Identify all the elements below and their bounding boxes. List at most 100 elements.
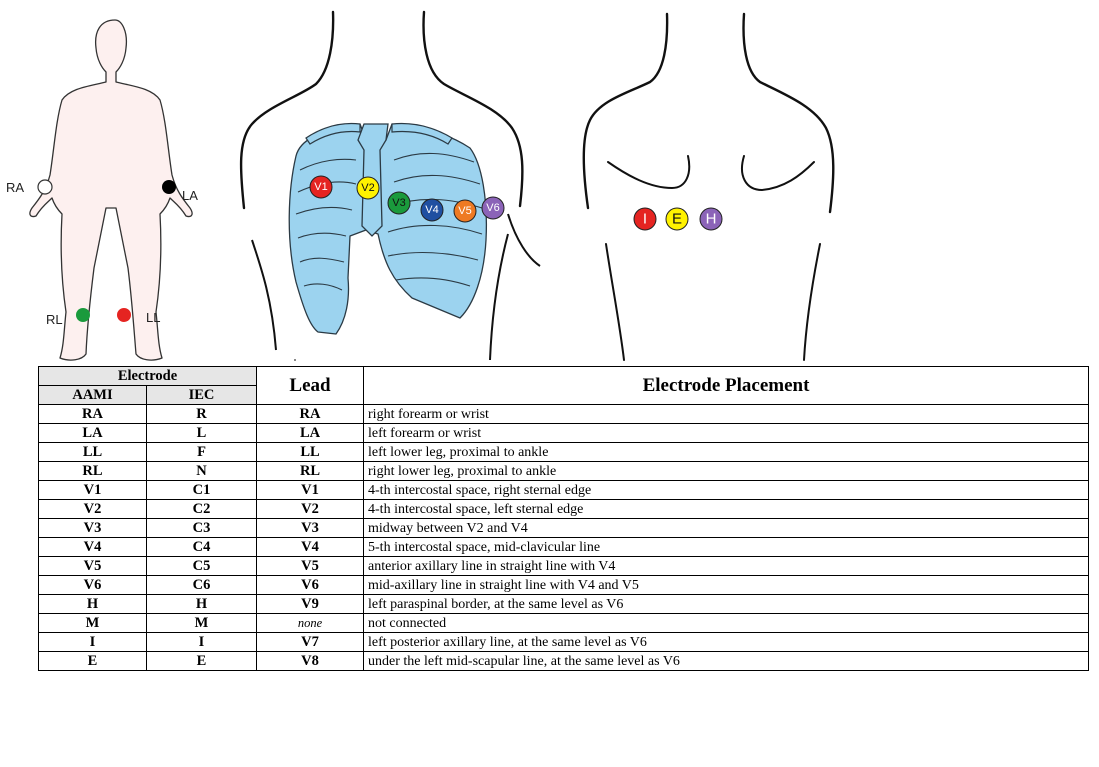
cell-lead: V1 bbox=[257, 481, 364, 500]
cell-placement: right forearm or wrist bbox=[364, 405, 1089, 424]
cell-lead: RL bbox=[257, 462, 364, 481]
cell-aami: I bbox=[39, 633, 147, 652]
cell-placement: mid-axillary line in straight line with … bbox=[364, 576, 1089, 595]
cell-iec: R bbox=[147, 405, 257, 424]
chest-arm-right bbox=[508, 214, 540, 266]
cell-placement: anterior axillary line in straight line … bbox=[364, 557, 1089, 576]
cell-lead: V8 bbox=[257, 652, 364, 671]
back-waist-left bbox=[606, 244, 624, 360]
figure-svg: RA LA RL LL bbox=[0, 0, 1099, 366]
chest-arm-left bbox=[252, 240, 276, 350]
cell-iec: F bbox=[147, 443, 257, 462]
cell-placement: 4-th intercostal space, right sternal ed… bbox=[364, 481, 1089, 500]
cell-aami: LA bbox=[39, 424, 147, 443]
cell-lead: LA bbox=[257, 424, 364, 443]
ribcage bbox=[289, 124, 486, 334]
electrode-ra-marker bbox=[38, 180, 52, 194]
cell-iec: C3 bbox=[147, 519, 257, 538]
label-ll: LL bbox=[146, 310, 160, 325]
electrode-table: Electrode Lead Electrode Placement AAMI … bbox=[38, 366, 1089, 671]
label-rl: RL bbox=[46, 312, 63, 327]
label-v3: V3 bbox=[392, 197, 405, 209]
cell-lead: RA bbox=[257, 405, 364, 424]
label-h: H bbox=[706, 211, 717, 228]
cell-aami: M bbox=[39, 614, 147, 633]
label-v1: V1 bbox=[314, 181, 327, 193]
cell-placement: 5-th intercostal space, mid-clavicular l… bbox=[364, 538, 1089, 557]
cell-placement: left paraspinal border, at the same leve… bbox=[364, 595, 1089, 614]
chest-figure: V1 V2 V3 V4 V5 V6 bbox=[241, 12, 540, 360]
cell-lead: V3 bbox=[257, 519, 364, 538]
label-e: E bbox=[672, 211, 682, 228]
header-placement: Electrode Placement bbox=[364, 367, 1089, 405]
label-v4: V4 bbox=[425, 204, 438, 216]
back-scapula-left bbox=[608, 156, 689, 188]
label-v6: V6 bbox=[486, 202, 499, 214]
electrode-rl-marker bbox=[76, 308, 90, 322]
back-figure bbox=[584, 14, 834, 360]
label-v2: V2 bbox=[361, 182, 374, 194]
label-i: I bbox=[643, 211, 647, 228]
cell-iec: C5 bbox=[147, 557, 257, 576]
cell-iec: L bbox=[147, 424, 257, 443]
cell-placement: left forearm or wrist bbox=[364, 424, 1089, 443]
cell-placement: under the left mid-scapular line, at the… bbox=[364, 652, 1089, 671]
header-lead: Lead bbox=[257, 367, 364, 405]
chest-waist-right bbox=[490, 234, 508, 360]
cell-iec: E bbox=[147, 652, 257, 671]
cell-aami: V3 bbox=[39, 519, 147, 538]
cell-aami: V1 bbox=[39, 481, 147, 500]
cell-placement: midway between V2 and V4 bbox=[364, 519, 1089, 538]
header-iec: IEC bbox=[147, 386, 257, 405]
cell-iec: C4 bbox=[147, 538, 257, 557]
cell-iec: I bbox=[147, 633, 257, 652]
cell-lead: none bbox=[257, 614, 364, 633]
cell-lead: V4 bbox=[257, 538, 364, 557]
cell-iec: C2 bbox=[147, 500, 257, 519]
cell-aami: V2 bbox=[39, 500, 147, 519]
cell-placement: not connected bbox=[364, 614, 1089, 633]
cell-lead: V9 bbox=[257, 595, 364, 614]
table-row: RARRAright forearm or wrist bbox=[39, 405, 1089, 424]
label-v5: V5 bbox=[458, 205, 471, 217]
label-ra: RA bbox=[6, 180, 24, 195]
cell-aami: V4 bbox=[39, 538, 147, 557]
electrode-placement-figure: RA LA RL LL bbox=[0, 0, 1099, 366]
cell-aami: RL bbox=[39, 462, 147, 481]
cell-placement: right lower leg, proximal to ankle bbox=[364, 462, 1089, 481]
electrode-la-marker bbox=[162, 180, 176, 194]
cell-aami: H bbox=[39, 595, 147, 614]
cell-iec: H bbox=[147, 595, 257, 614]
cell-iec: M bbox=[147, 614, 257, 633]
back-waist-right bbox=[804, 244, 820, 360]
back-electrodes: I E H bbox=[634, 208, 722, 230]
cell-lead: V7 bbox=[257, 633, 364, 652]
back-outline-left bbox=[584, 14, 667, 208]
label-la: LA bbox=[182, 188, 198, 203]
cell-aami: RA bbox=[39, 405, 147, 424]
cell-placement: left posterior axillary line, at the sam… bbox=[364, 633, 1089, 652]
table-row: RLNRLright lower leg, proximal to ankle bbox=[39, 462, 1089, 481]
cell-lead: V5 bbox=[257, 557, 364, 576]
cell-aami: V6 bbox=[39, 576, 147, 595]
cell-aami: E bbox=[39, 652, 147, 671]
cell-iec: N bbox=[147, 462, 257, 481]
body-figure: RA LA RL LL bbox=[6, 20, 198, 360]
table-row: HHV9left paraspinal border, at the same … bbox=[39, 595, 1089, 614]
header-aami: AAMI bbox=[39, 386, 147, 405]
cell-lead: LL bbox=[257, 443, 364, 462]
back-scapula-right bbox=[742, 156, 814, 190]
cell-iec: C6 bbox=[147, 576, 257, 595]
cell-placement: left lower leg, proximal to ankle bbox=[364, 443, 1089, 462]
